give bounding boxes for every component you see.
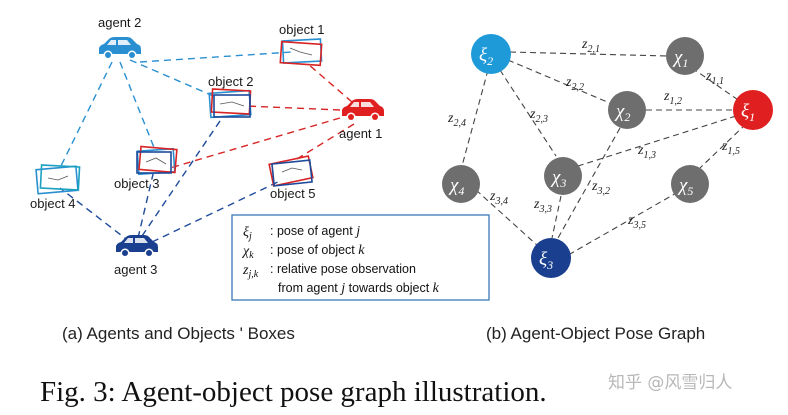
svg-text:χ1: χ1 (672, 47, 688, 70)
legend-row-object: χk : pose of object k (241, 243, 365, 261)
legend-box (231, 214, 490, 301)
line-agent2-object2 (129, 59, 219, 99)
edge-z35 (569, 191, 679, 255)
line-agent2-object3 (119, 61, 156, 151)
edge-z34 (475, 189, 539, 247)
svg-text:χ2: χ2 (614, 101, 630, 124)
node-xi3: ξ3 (531, 238, 571, 278)
edge-label-z15: z1,5 (721, 139, 740, 157)
label-object2: object 2 (208, 74, 254, 89)
object3-box (136, 145, 178, 176)
label-agent1: agent 1 (339, 126, 382, 141)
left-observation-lines (59, 51, 355, 243)
edge-label-z34: z3,4 (489, 189, 508, 207)
graph-edges (461, 51, 747, 255)
node-chi4: χ4 (442, 165, 480, 203)
svg-text:from agent j towards object k: from agent j towards object k (278, 281, 440, 296)
edge-labels: z2,1 z1,1 z2,2 z1,2 z2,4 z2,3 z1,3 z1,5 … (447, 37, 740, 231)
node-chi1: χ1 (666, 37, 704, 75)
edge-z32 (557, 127, 621, 239)
legend-row-observation-2: from agent j towards object k (278, 281, 440, 296)
label-agent3: agent 3 (114, 262, 157, 277)
svg-text:: pose of agent j: : pose of agent j (270, 224, 360, 239)
edge-z33 (551, 195, 562, 239)
agent1-car-icon (342, 99, 384, 122)
caption-left: (a) Agents and Objects ' Boxes (62, 324, 295, 343)
edge-label-z32: z3,2 (591, 179, 610, 197)
label-object4: object 4 (30, 196, 76, 211)
line-agent1-object2 (245, 105, 341, 111)
edge-z22 (507, 59, 613, 105)
svg-text:: pose of object k: : pose of object k (270, 243, 365, 258)
object1-box (279, 38, 323, 67)
edge-z24 (461, 69, 489, 167)
edge-z15 (699, 123, 747, 169)
caption-right: (b) Agent-Object Pose Graph (486, 324, 705, 343)
svg-text:ξ3: ξ3 (539, 249, 553, 272)
edge-z21 (509, 51, 668, 57)
agent2-car-icon (99, 37, 141, 60)
edge-label-z12: z1,2 (663, 89, 682, 107)
edge-label-z13: z1,3 (637, 143, 656, 161)
edge-z11 (691, 67, 745, 105)
edge-label-z24: z2,4 (447, 111, 466, 129)
node-chi2: χ2 (608, 91, 646, 129)
svg-text:χk: χk (241, 244, 254, 261)
line-agent3-object5 (151, 179, 283, 243)
edge-label-z33: z3,3 (533, 197, 552, 215)
object4-box (35, 164, 81, 195)
node-chi5: χ5 (671, 165, 709, 203)
legend-row-agent: ξj : pose of agent j (243, 224, 360, 242)
svg-text:zj,k: zj,k (242, 263, 259, 280)
line-agent3-object4 (59, 187, 131, 243)
edge-z23 (499, 69, 557, 157)
watermark: 知乎 @风雪归人 (608, 373, 732, 393)
figure-caption: Fig. 3: Agent-object pose graph illustra… (40, 376, 547, 408)
line-agent2-object4 (59, 61, 113, 169)
node-xi2: ξ2 (471, 34, 511, 74)
svg-text:ξj: ξj (243, 225, 252, 242)
svg-text:: relative pose observation: : relative pose observation (270, 262, 416, 276)
agent3-car-icon (116, 235, 158, 258)
edge-label-z23: z2,3 (529, 107, 548, 125)
svg-text:χ3: χ3 (550, 167, 566, 190)
line-agent2-object1 (139, 51, 293, 63)
edge-z13 (577, 115, 737, 167)
node-chi3: χ3 (544, 157, 582, 195)
line-agent1-object1 (307, 63, 353, 103)
edge-label-z35: z3,5 (627, 213, 646, 231)
svg-text:ξ1: ξ1 (741, 101, 755, 124)
edge-label-z21: z2,1 (581, 37, 600, 55)
edge-label-z22: z2,2 (565, 75, 584, 93)
object5-box (268, 155, 314, 187)
line-agent1-object3 (169, 117, 341, 169)
svg-text:χ5: χ5 (677, 175, 693, 198)
edge-label-z11: z1,1 (705, 69, 724, 87)
label-object1: object 1 (279, 22, 325, 37)
line-agent1-object5 (291, 123, 355, 163)
node-xi1: ξ1 (733, 90, 773, 130)
object2-box (208, 88, 252, 119)
label-agent2: agent 2 (98, 15, 141, 30)
legend-row-observation: zj,k : relative pose observation (242, 262, 416, 280)
svg-text:ξ2: ξ2 (479, 45, 493, 68)
label-object5: object 5 (270, 186, 316, 201)
label-object3: object 3 (114, 176, 160, 191)
svg-text:χ4: χ4 (448, 175, 464, 198)
